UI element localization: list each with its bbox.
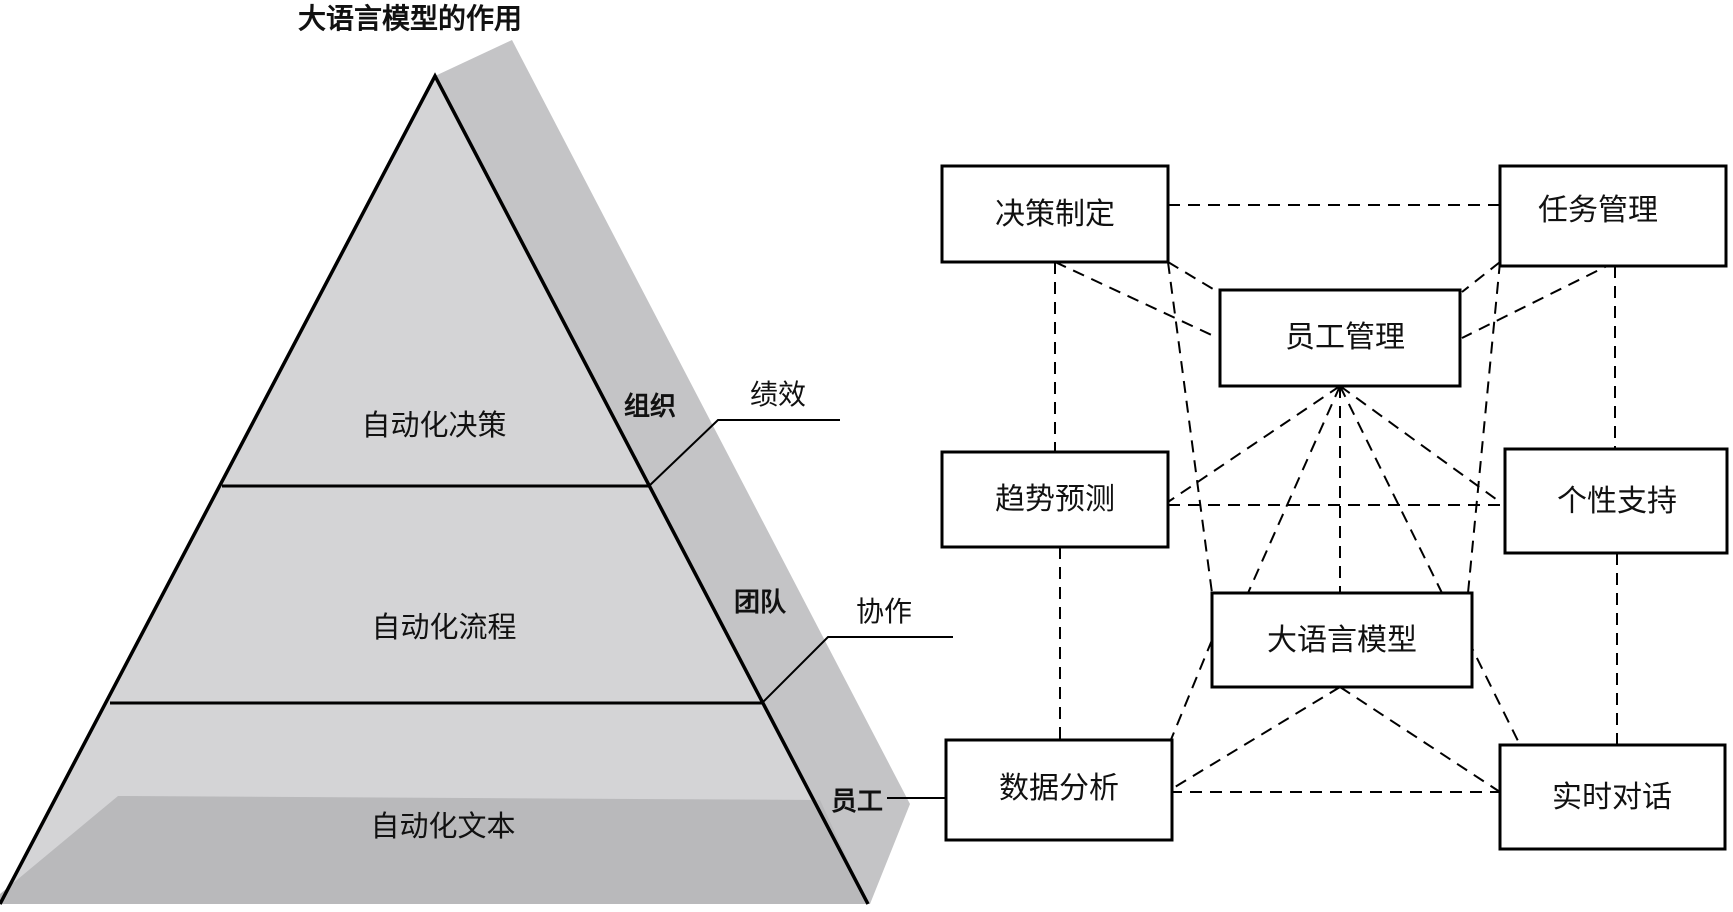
link-llm-data-b [1169, 686, 1341, 791]
pyramid-shadow-face [435, 40, 910, 904]
network-links [1054, 204, 1618, 793]
node-decision-label: 决策制定 [995, 197, 1115, 232]
link-llm-data-a [1169, 639, 1213, 743]
node-staff-mgmt: 员工管理 [1218, 288, 1462, 388]
node-personal: 个性支持 [1503, 447, 1729, 555]
link-decision-llm [1167, 261, 1213, 594]
pyramid-base-band [0, 796, 868, 904]
node-trend-label: 趋势预测 [995, 482, 1115, 517]
pyramid-level-middle-label: 自动化流程 [371, 610, 516, 644]
link-staffmgmt-llm-left [1247, 385, 1341, 594]
pyramid-level-top-label: 自动化决策 [361, 408, 506, 442]
link-llm-chat-b [1339, 686, 1501, 793]
callout-perf-label: 绩效 [750, 378, 806, 411]
node-llm-label: 大语言模型 [1267, 623, 1417, 658]
link-task-staffmgmt-b [1461, 261, 1616, 339]
node-personal-label: 个性支持 [1557, 484, 1677, 519]
node-trend: 趋势预测 [940, 450, 1170, 549]
side-label-team: 团队 [734, 588, 787, 618]
link-staffmgmt-trend [1167, 385, 1341, 503]
node-task-label: 任务管理 [1538, 193, 1658, 228]
link-task-llm [1467, 261, 1501, 594]
pyramid-level-bottom-label: 自动化文本 [370, 809, 515, 843]
diagram-title: 大语言模型的作用 [298, 2, 522, 35]
pyramid-face [0, 76, 868, 904]
side-label-org: 组织 [624, 391, 676, 422]
node-chat-label: 实时对话 [1552, 780, 1672, 815]
callout-collab-leader [761, 636, 953, 704]
link-decision-staffmgmt-b [1054, 261, 1219, 339]
node-data-label: 数据分析 [999, 771, 1119, 806]
node-data: 数据分析 [944, 738, 1174, 842]
link-decision-staffmgmt-a [1167, 261, 1219, 293]
node-decision: 决策制定 [940, 164, 1170, 264]
node-task: 任务管理 [1498, 164, 1728, 268]
pyramid-outline [0, 72, 870, 905]
link-task-staffmgmt-a [1461, 261, 1501, 293]
callout-perf-leader [648, 419, 840, 487]
link-llm-chat-a [1467, 639, 1521, 746]
link-staffmgmt-personal [1339, 385, 1501, 503]
callout-collab-label: 协作 [856, 595, 912, 628]
link-staffmgmt-llm-right [1339, 385, 1443, 594]
node-llm: 大语言模型 [1210, 591, 1474, 689]
node-staff-mgmt-label: 员工管理 [1285, 320, 1405, 355]
node-chat: 实时对话 [1498, 743, 1727, 851]
side-label-staff: 员工 [831, 787, 883, 817]
